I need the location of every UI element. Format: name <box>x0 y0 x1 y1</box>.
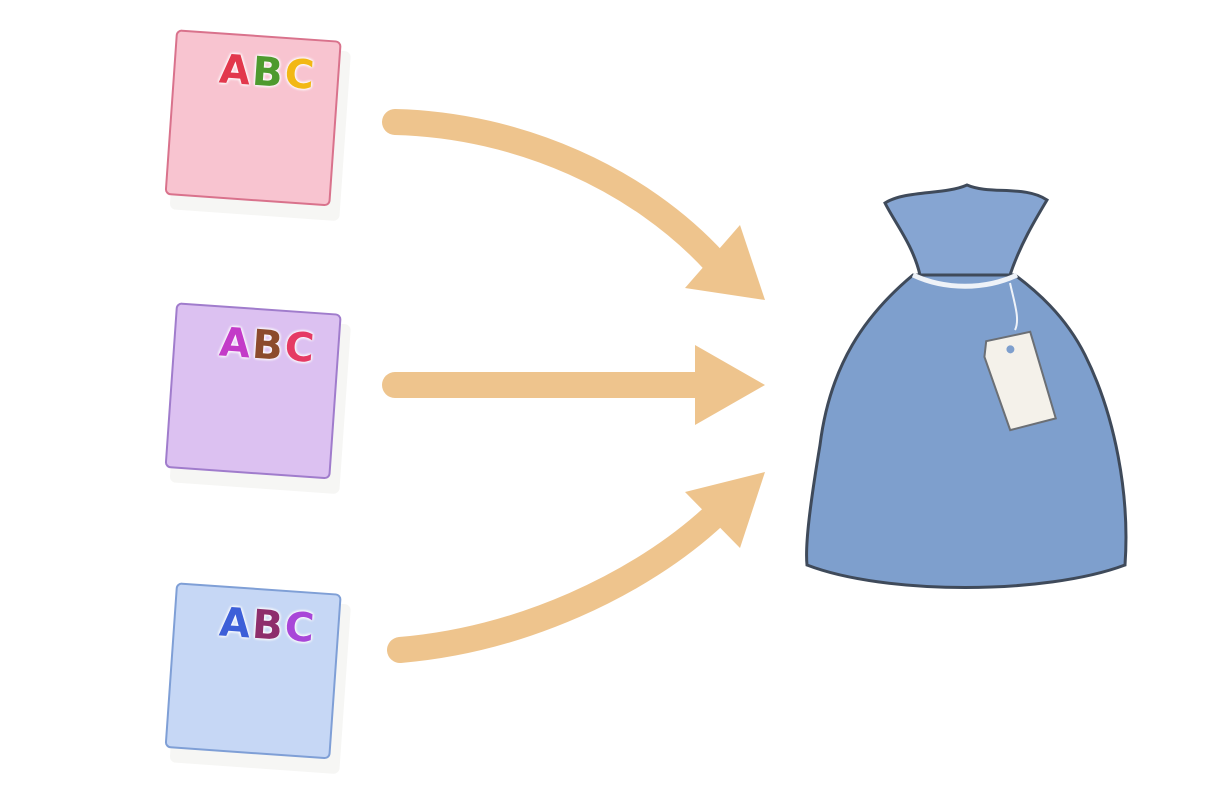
tag-string <box>1009 282 1019 331</box>
tag-icon <box>983 330 1058 432</box>
arrow-bottom-shaft <box>387 502 728 663</box>
bag-body <box>805 273 1128 589</box>
arrow-middle-head <box>695 345 765 425</box>
arrow-top-shaft <box>382 109 728 275</box>
bag-neck <box>883 183 1050 277</box>
arrow-bottom-head <box>685 472 765 548</box>
bag-tie <box>911 272 1019 289</box>
arrow-top-head <box>685 225 765 300</box>
bag-icon <box>805 183 1128 589</box>
